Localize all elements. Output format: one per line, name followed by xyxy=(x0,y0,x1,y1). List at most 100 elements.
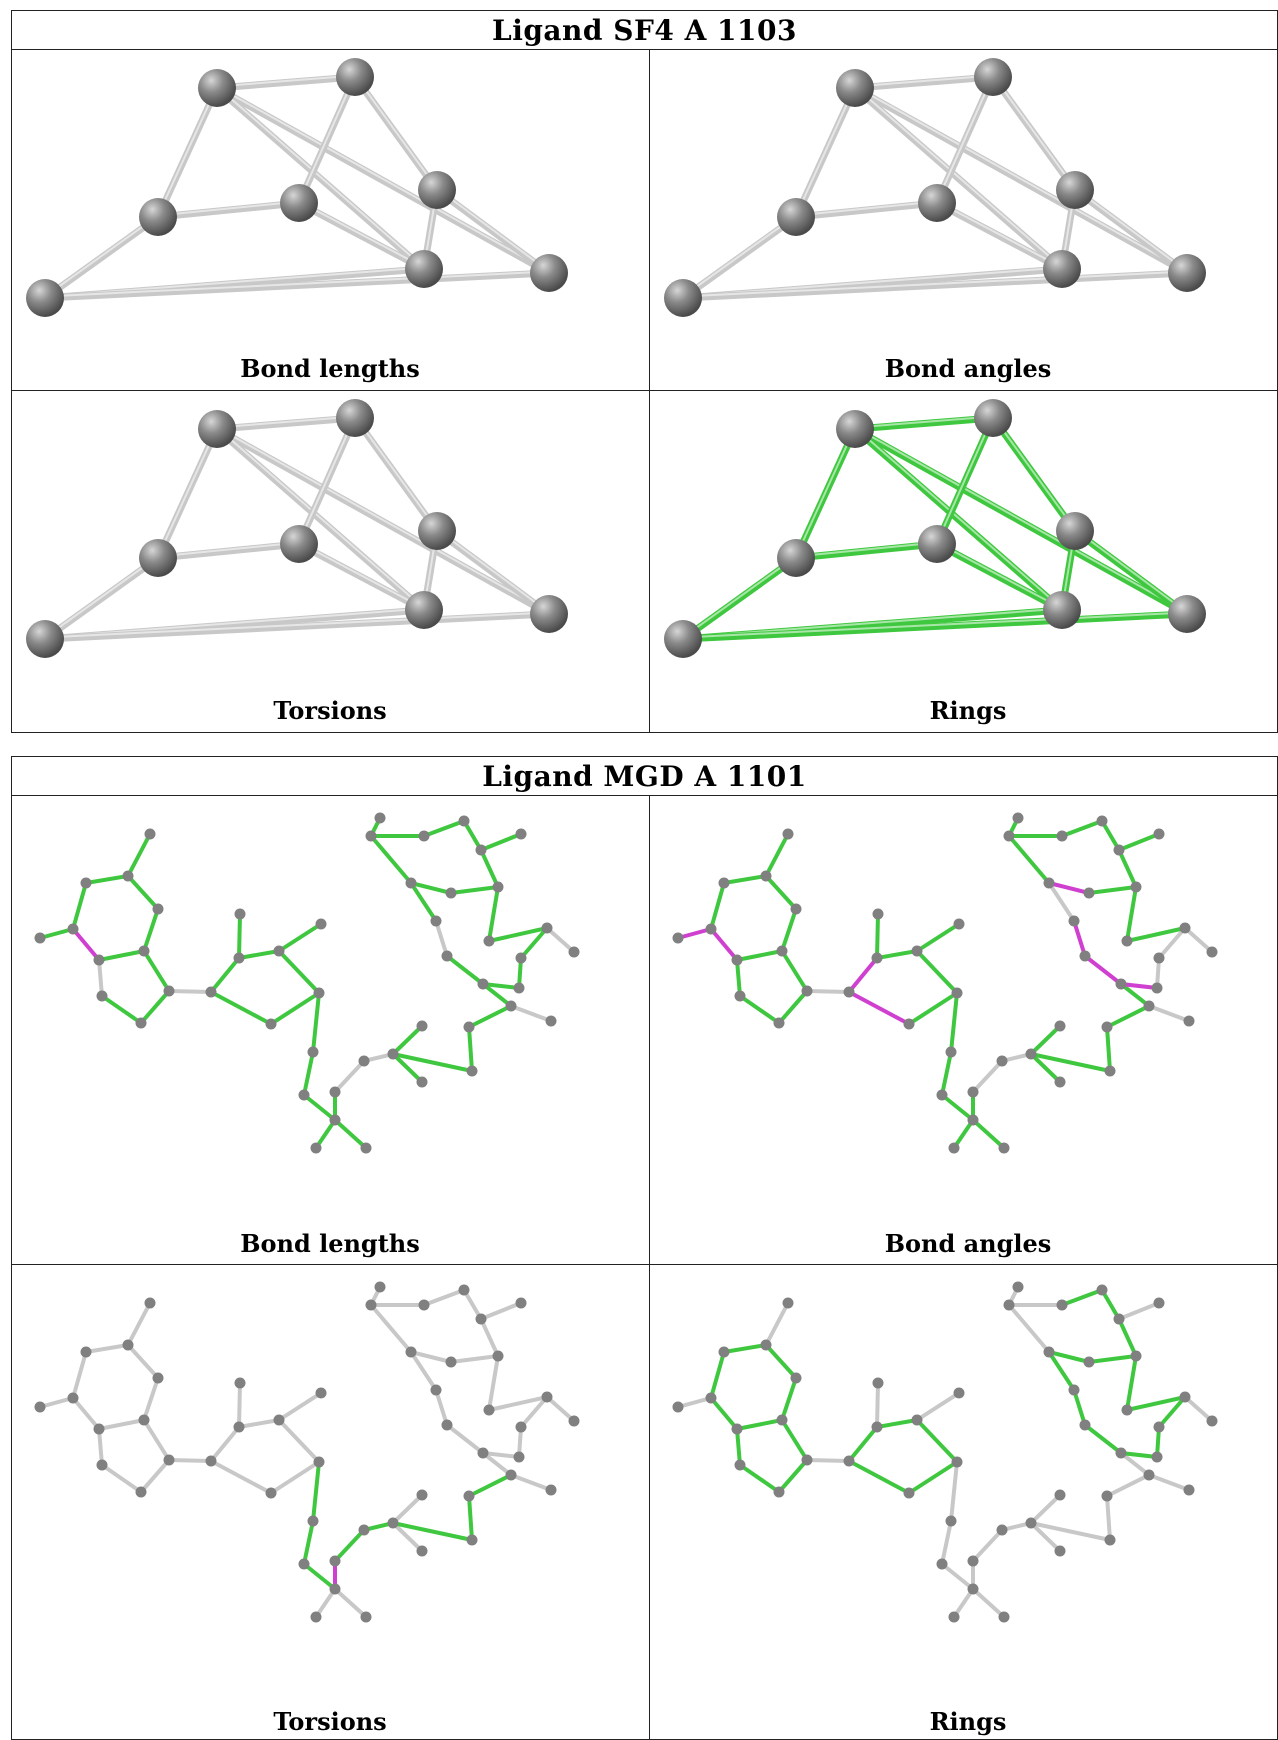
atom-26 xyxy=(1054,1489,1066,1501)
bond-12 xyxy=(41,610,553,643)
atom-37 xyxy=(483,1404,495,1416)
bond-20 xyxy=(949,1460,959,1523)
atom-42 xyxy=(374,812,386,824)
bond-44 xyxy=(1007,834,1051,885)
bond-12 xyxy=(167,989,213,994)
bond-33 xyxy=(509,1004,553,1023)
atom-33 xyxy=(1151,1451,1163,1463)
atom-7 xyxy=(664,279,702,317)
bond-18 xyxy=(269,1460,321,1495)
atom-0 xyxy=(836,69,874,107)
bond-13 xyxy=(847,1425,879,1463)
atom-29 xyxy=(1101,1021,1113,1033)
bond-33 xyxy=(1147,1473,1191,1492)
atom-12 xyxy=(871,952,883,964)
bond-highlight-4 xyxy=(936,416,994,543)
bond-15 xyxy=(875,949,919,960)
bond-10 xyxy=(1071,527,1191,618)
atom-41 xyxy=(1003,1299,1015,1311)
atom-30 xyxy=(1143,1000,1155,1012)
atom-29 xyxy=(463,1021,475,1033)
atom-41 xyxy=(365,1299,377,1311)
atom-2 xyxy=(93,954,105,966)
bond-12 xyxy=(679,269,1191,302)
atom-13 xyxy=(234,1377,246,1389)
bond-17 xyxy=(915,949,959,995)
bond-35 xyxy=(481,1451,521,1459)
bond-9 xyxy=(100,994,143,1025)
bond-highlight-3 xyxy=(854,85,1063,269)
panel-torsions: Torsions xyxy=(12,391,648,733)
atom-1 xyxy=(974,58,1012,96)
bond-highlight-2 xyxy=(216,426,550,614)
bond-15 xyxy=(875,1418,919,1429)
atom-7 xyxy=(664,620,702,658)
atom-27 xyxy=(416,1545,428,1557)
bond-48 xyxy=(462,1288,483,1321)
bond-51 xyxy=(434,1388,449,1427)
bond-30 xyxy=(1029,1052,1112,1073)
atom-33 xyxy=(513,1451,525,1463)
bond-highlight-10 xyxy=(1074,528,1188,614)
bond-50 xyxy=(409,1350,438,1392)
atom-9 xyxy=(135,1486,147,1498)
atom-24 xyxy=(996,1524,1008,1536)
atom-26 xyxy=(416,1489,428,1501)
atom-43 xyxy=(418,830,430,842)
atom-36 xyxy=(1206,1415,1218,1427)
bond-51 xyxy=(434,919,449,958)
bond-7 xyxy=(735,949,784,962)
atom-25 xyxy=(387,1048,399,1060)
atom-8 xyxy=(96,1459,108,1471)
atom-39 xyxy=(445,1356,457,1368)
bond-52 xyxy=(1083,1423,1123,1455)
atom-44 xyxy=(1096,815,1108,827)
bond-38 xyxy=(545,926,576,954)
atom-3 xyxy=(80,1346,92,1358)
atom-41 xyxy=(1003,830,1015,842)
atom-35 xyxy=(541,1391,553,1403)
bond-highlight-4 xyxy=(936,75,994,202)
atom-45 xyxy=(475,1313,487,1325)
bond-3 xyxy=(722,1343,768,1354)
atom-40 xyxy=(405,1346,417,1358)
atom-38 xyxy=(1130,1350,1142,1362)
bond-highlight-8 xyxy=(936,200,1063,269)
atom-6 xyxy=(776,1414,788,1426)
bond-10 xyxy=(433,527,553,618)
bond-highlight-12 xyxy=(682,270,1188,298)
atom-44 xyxy=(1096,1284,1108,1296)
bond-3 xyxy=(84,1343,130,1354)
atom-8 xyxy=(96,990,108,1002)
atom-20 xyxy=(967,1583,979,1595)
bond-39 xyxy=(487,926,549,943)
bond-highlight-8 xyxy=(298,541,425,610)
bond-6 xyxy=(154,540,303,562)
atom-32 xyxy=(477,978,489,990)
atom-20 xyxy=(967,1114,979,1126)
mgd-molecule-bond-lengths xyxy=(34,812,580,1154)
atom-13 xyxy=(234,908,246,920)
bond-6 xyxy=(792,540,941,562)
atom-48 xyxy=(1079,1419,1091,1431)
atom-23 xyxy=(967,1086,979,1098)
bond-40 xyxy=(1125,1354,1138,1412)
atom-24 xyxy=(358,1055,370,1067)
atom-25 xyxy=(1025,1517,1037,1529)
atom-34 xyxy=(1153,1421,1165,1433)
bond-30 xyxy=(1029,1521,1112,1542)
atom-44 xyxy=(458,1284,470,1296)
sf4-molecule-rings xyxy=(664,399,1206,658)
atom-22 xyxy=(998,1142,1010,1154)
panel-bond-angles: Bond angles xyxy=(650,50,1278,390)
atom-0 xyxy=(836,410,874,448)
atom-0 xyxy=(34,1401,46,1413)
bond-35 xyxy=(481,982,521,990)
bond-16 xyxy=(915,1391,961,1422)
bond-highlight-1 xyxy=(795,86,856,216)
bond-4 xyxy=(126,874,160,911)
atom-3 xyxy=(280,184,318,222)
atom-4 xyxy=(1056,512,1094,550)
atom-35 xyxy=(1179,1391,1191,1403)
bond-highlight-8 xyxy=(298,200,425,269)
